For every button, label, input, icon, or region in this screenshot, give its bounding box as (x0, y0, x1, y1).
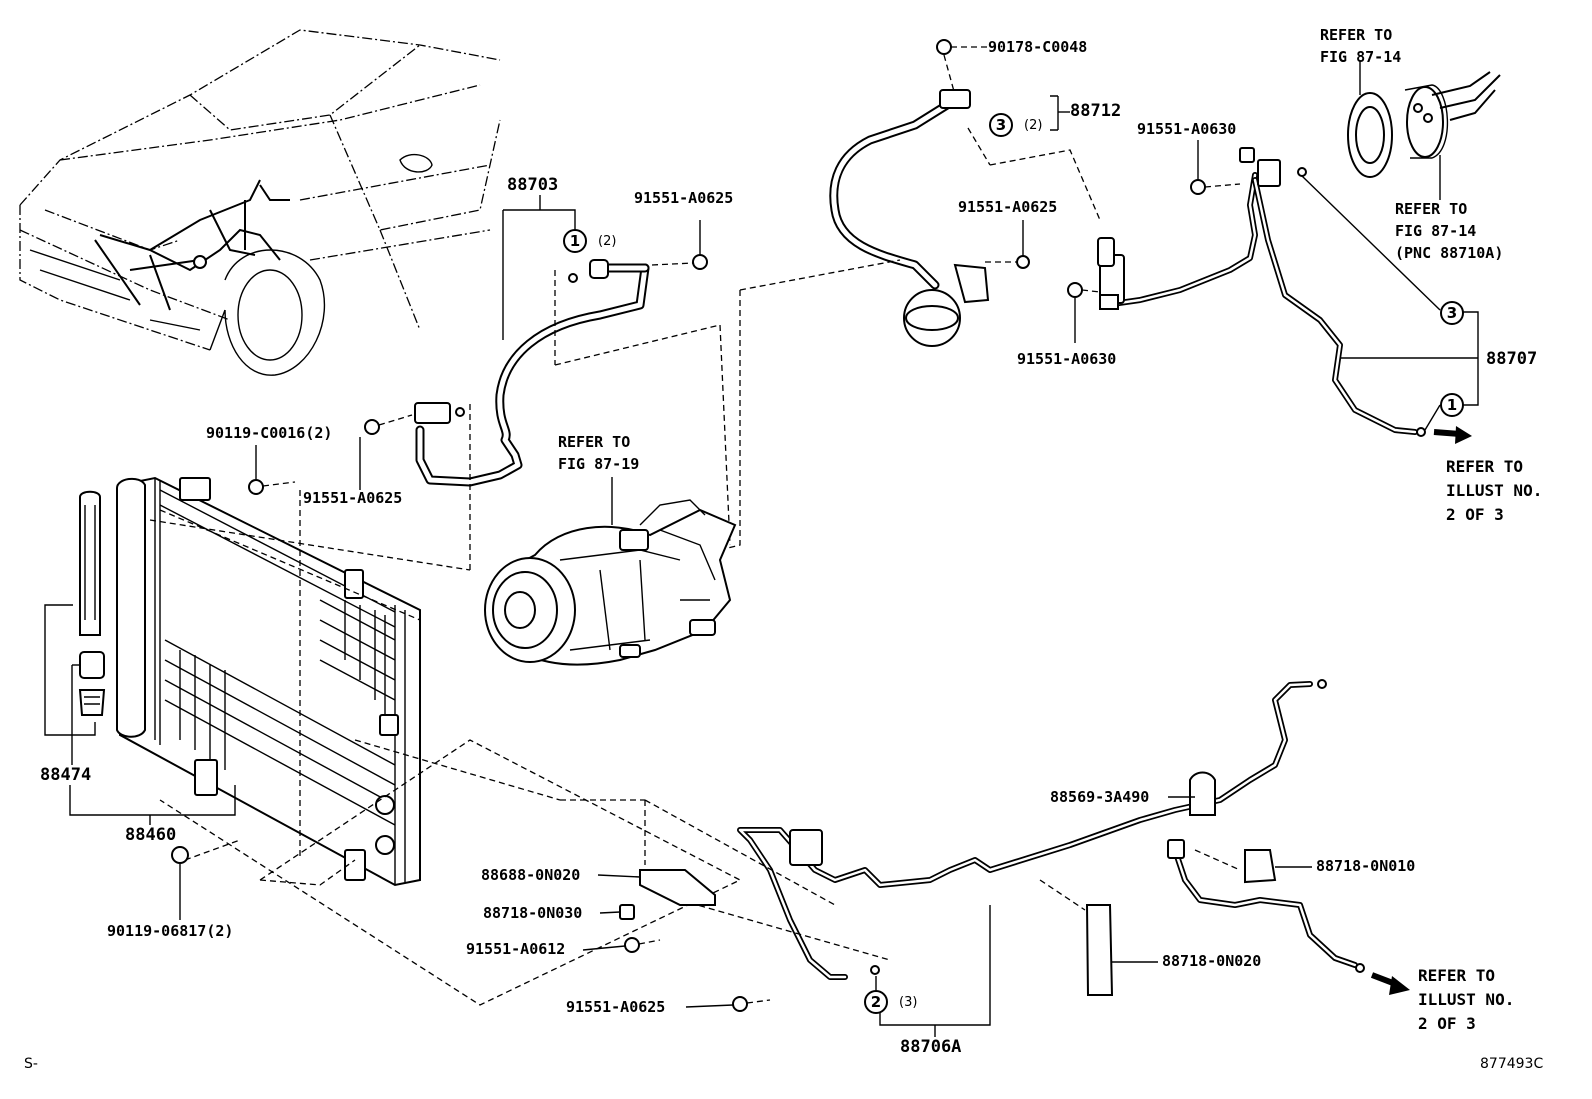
part-91551-a0630-top: 91551-A0630 (1137, 120, 1237, 138)
part-90178-c0048: 90178-C0048 (988, 38, 1088, 56)
suction-hose-88703 (414, 195, 901, 556)
callout-qty-88703: (2) (598, 234, 617, 249)
receiver-fittings-top-right (1347, 60, 1501, 200)
callout-2-88706a: 2 (864, 990, 888, 1014)
part-88688-0n020: 88688-0N020 (481, 866, 581, 884)
part-91551-a0625-left: 91551-A0625 (303, 489, 403, 507)
part-88460: 88460 (125, 825, 177, 845)
condenser-bolts (171, 414, 413, 920)
part-90119-c0016: 90119-C0016(2) (206, 424, 333, 442)
part-91551-a0625-bottom: 91551-A0625 (566, 998, 666, 1016)
part-88707: 88707 (1486, 349, 1538, 369)
footer-left-code: S- (24, 1056, 38, 1072)
part-88474: 88474 (40, 765, 92, 785)
part-88718-0n020: 88718-0N020 (1162, 952, 1262, 970)
callout-qty-88712: (2) (1024, 118, 1043, 133)
receiver-drier-88474 (44, 490, 236, 825)
liquid-tube-88706a (560, 679, 1410, 1037)
part-91551-a0625-top: 91551-A0625 (634, 189, 734, 207)
bottom-brackets (619, 771, 1277, 1012)
illustration-number: 877493C (1480, 1056, 1544, 1072)
part-88718-0n030: 88718-0N030 (483, 904, 583, 922)
part-88712: 88712 (1070, 101, 1122, 121)
part-88569-3a490: 88569-3A490 (1050, 788, 1150, 806)
part-90119-06817: 90119-06817(2) (107, 922, 234, 940)
suction-tube-88707 (1099, 147, 1479, 444)
callout-1-88703: 1 (563, 229, 587, 253)
discharge-hose-88712 (829, 39, 1101, 347)
part-91551-a0625-mid: 91551-A0625 (958, 198, 1058, 216)
leaders-bottom (582, 796, 1312, 1008)
callout-1-88707: 1 (1440, 393, 1464, 417)
part-88703: 88703 (507, 175, 559, 195)
vehicle-outline (19, 29, 501, 376)
part-88706a: 88706A (900, 1037, 962, 1057)
compressor (484, 477, 737, 666)
callout-3-88712: 3 (989, 113, 1013, 137)
part-91551-a0630-mid: 91551-A0630 (1017, 350, 1117, 368)
condenser-88460 (116, 400, 742, 1006)
part-88718-0n010: 88718-0N010 (1316, 857, 1416, 875)
part-91551-a0612: 91551-A0612 (466, 940, 566, 958)
callout-3-88707: 3 (1440, 301, 1464, 325)
callout-qty-88706a: (3) (899, 995, 918, 1010)
bolts-top-right (985, 140, 1241, 343)
